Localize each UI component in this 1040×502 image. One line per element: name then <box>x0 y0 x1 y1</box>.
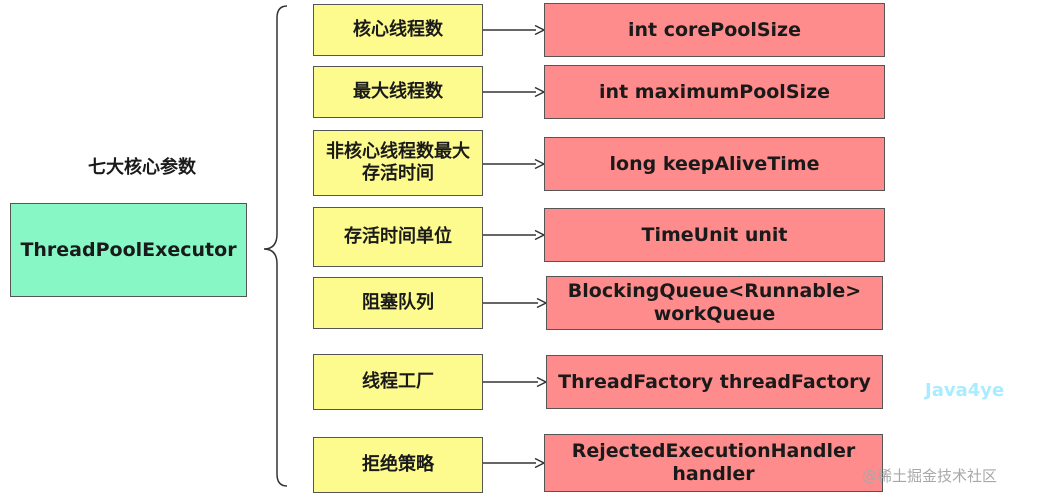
watermark: Java4ye <box>925 380 1005 401</box>
left-brace <box>263 5 288 487</box>
arrow-group <box>483 24 548 469</box>
param-node: 阻塞队列 <box>313 277 483 329</box>
param-node: 非核心线程数最大存活时间 <box>313 130 483 196</box>
type-node: int maximumPoolSize <box>544 65 885 119</box>
arrow-head <box>534 86 546 98</box>
type-node: BlockingQueue<Runnable> workQueue <box>546 276 883 330</box>
param-node: 拒绝策略 <box>313 437 483 493</box>
arrow-head <box>534 24 546 36</box>
type-node: RejectedExecutionHandler handler <box>544 434 883 492</box>
arrow-head <box>534 158 546 170</box>
arrow-head <box>534 457 546 469</box>
param-node: 核心线程数 <box>313 4 483 56</box>
arrow-head <box>536 376 548 388</box>
type-node: TimeUnit unit <box>544 208 885 262</box>
type-node: long keepAliveTime <box>544 137 885 191</box>
arrow-head <box>534 229 546 241</box>
type-node: int corePoolSize <box>544 3 885 57</box>
site-watermark: @稀土掘金技术社区 <box>862 467 998 485</box>
group-label: 七大核心参数 <box>88 157 196 178</box>
param-node: 线程工厂 <box>313 354 483 410</box>
param-node: 最大线程数 <box>313 66 483 118</box>
arrow-head <box>536 297 548 309</box>
type-node: ThreadFactory threadFactory <box>546 355 883 409</box>
root-node: ThreadPoolExecutor <box>10 203 247 297</box>
param-node: 存活时间单位 <box>313 207 483 267</box>
